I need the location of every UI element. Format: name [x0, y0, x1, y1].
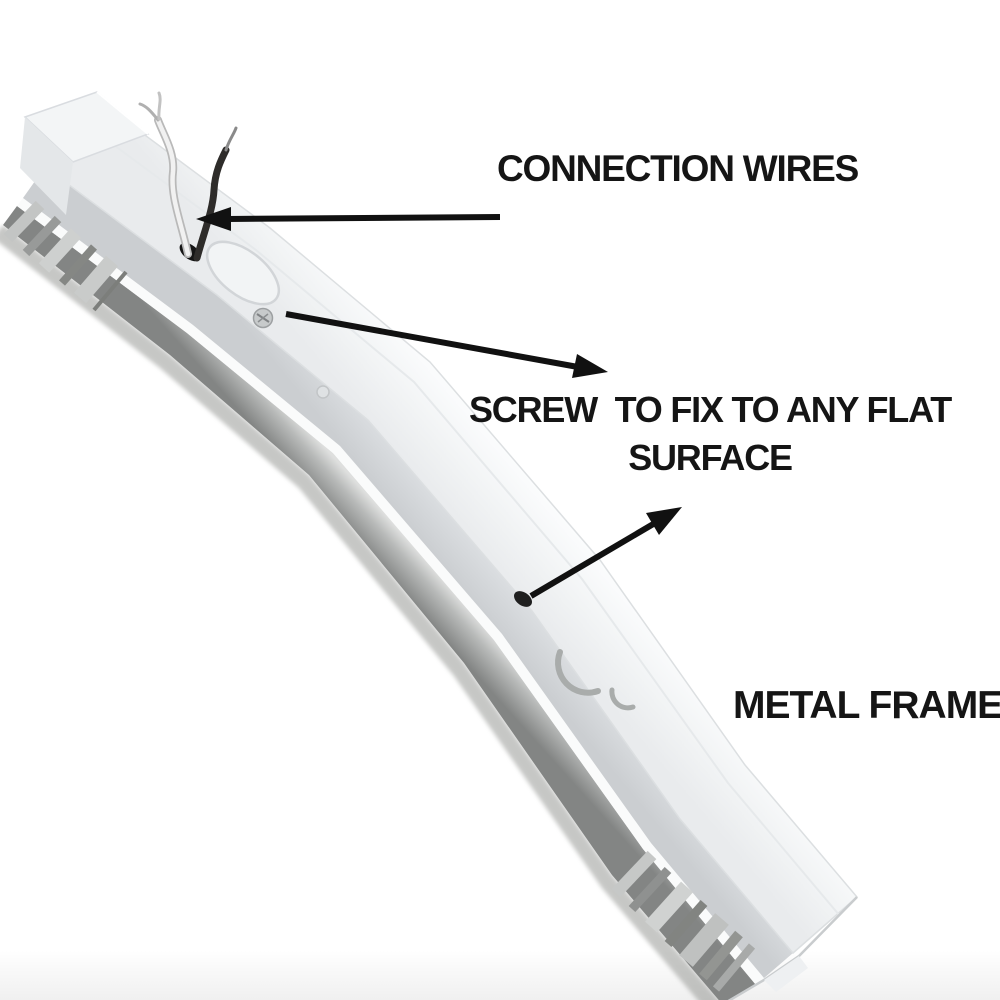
label-screw-line2: SURFACE — [628, 437, 793, 478]
label-metal-frame: METAL FRAME — [733, 684, 1000, 727]
white-wire-strand-1 — [138, 102, 160, 122]
arrow-screw-lower — [529, 507, 682, 599]
knockout-oval — [205, 240, 281, 306]
frame-end-lip — [764, 956, 808, 992]
frame-top-face — [43, 96, 859, 955]
label-screw-line1: SCREW TO FIX TO ANY FLAT — [468, 389, 952, 430]
arrow-connection-wires — [196, 207, 501, 231]
knockout-crescents — [555, 649, 636, 711]
black-wire-strand — [224, 126, 238, 152]
white-wire-core — [155, 117, 191, 257]
white-wire-strand-2 — [157, 91, 162, 121]
floor-shading — [0, 950, 1000, 1000]
screw-lower — [513, 591, 533, 607]
lamp-cap-bottom — [611, 850, 756, 992]
dimple-small — [316, 385, 330, 399]
label-screw-block: SCREW TO FIX TO ANY FLAT SURFACE — [420, 386, 1000, 482]
annotation-arrows — [196, 207, 682, 599]
connection-wires-graphic — [138, 91, 238, 262]
arrow-screw-upper — [285, 311, 608, 378]
label-connection-wires: CONNECTION WIRES — [497, 148, 859, 189]
fluorescent-tube — [3, 206, 756, 1000]
screw-upper — [252, 307, 274, 329]
black-wire — [193, 146, 230, 262]
lamp-holder-top — [3, 200, 128, 312]
metal-frame-fixture — [0, 91, 859, 1000]
frame-side-face — [23, 167, 793, 978]
frame-end-box — [20, 91, 150, 215]
